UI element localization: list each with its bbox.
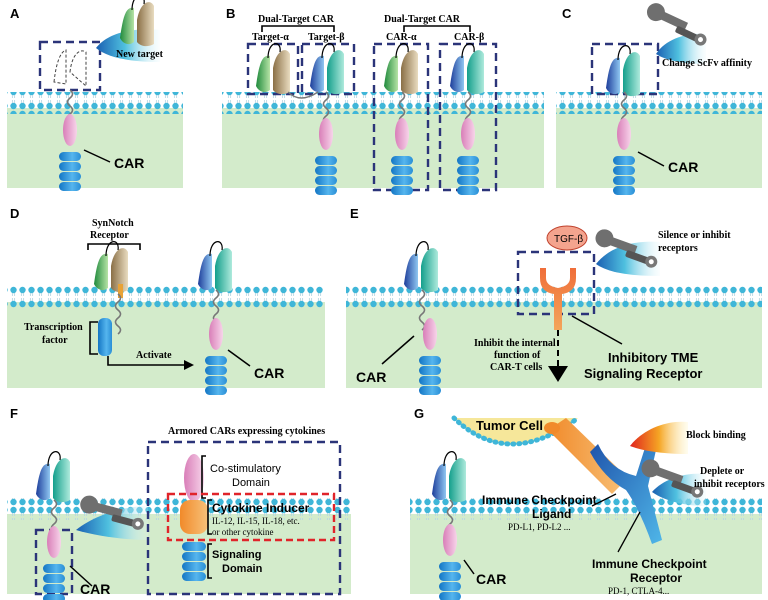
cytokine-title: Cytokine Inducer <box>212 501 310 515</box>
car-beta-label: CAR-β <box>454 32 484 43</box>
block-arrow <box>630 421 688 454</box>
panel-e-car-scfv <box>403 241 439 293</box>
deplete-line2: inhibit receptors <box>694 479 765 490</box>
panel-f-car-label: CAR <box>80 581 110 597</box>
panel-g-label: G <box>414 406 424 421</box>
cytokine-sub1: IL-12, IL-15, IL-18, etc. <box>212 516 300 526</box>
ligand-line2: Ligand <box>532 507 571 521</box>
synnotch-line1: SynNotch <box>92 218 134 229</box>
cytokine-inducer-box <box>166 492 336 542</box>
panel-a-car-label: CAR <box>114 155 144 171</box>
receptor-line2: Receptor <box>630 571 682 585</box>
panel-c-car-label: CAR <box>668 159 698 175</box>
panel-f-car-scfv <box>35 451 71 503</box>
panel-b-label: B <box>226 6 235 21</box>
target-alpha-box <box>246 42 300 96</box>
panel-c-label: C <box>562 6 572 21</box>
panel-a-removed-target-box <box>38 40 102 92</box>
panel-f-label: F <box>10 406 18 421</box>
target-beta-label: Target-β <box>308 32 345 43</box>
cytokine-inducer <box>180 500 208 534</box>
synnotch-line2: Receptor <box>90 230 129 241</box>
panel-e-label: E <box>350 206 359 221</box>
signal-line1: Signaling <box>212 549 262 561</box>
dual-target-title-2: Dual-Target CAR <box>384 14 461 25</box>
armored-arrow <box>76 506 148 540</box>
silence-arrow <box>596 241 660 276</box>
transcription-factor <box>98 318 112 356</box>
transcription-line1: Transcription <box>24 322 83 333</box>
panel-g-car-scfv <box>431 451 467 503</box>
costim-domain <box>184 454 204 502</box>
panel-g-car-label: CAR <box>476 571 506 587</box>
silence-line1: Silence or inhibit <box>658 230 731 241</box>
dual-target-title-1: Dual-Target CAR <box>258 14 335 25</box>
tumor-cell-label: Tumor Cell <box>476 418 543 433</box>
panel-c-scfv <box>605 45 641 97</box>
armored-label: Armored CARs expressing cytokines <box>168 426 325 437</box>
panel-g: G Tumor Cell Block binding Deplete or in… <box>410 406 765 600</box>
costim-line1: Co-stimulatory <box>210 463 281 475</box>
receptor-line1: Immune Checkpoint <box>592 557 707 571</box>
tgf-beta-label: TGF-β <box>554 234 583 245</box>
tme-label-line2: Signaling Receptor <box>584 366 702 381</box>
deplete-arrow <box>652 473 706 506</box>
panel-d-car-label: CAR <box>254 365 284 381</box>
activate-label: Activate <box>136 350 172 361</box>
new-target-label: New target <box>116 49 164 60</box>
cytokine-sub2: or other cytokine <box>212 527 273 537</box>
armored-box <box>146 440 342 596</box>
panel-c: C CAR Change ScFv affinity <box>556 0 762 195</box>
inhibit-line3: CAR-T cells <box>490 362 542 373</box>
panel-e-car-label: CAR <box>356 369 386 385</box>
ligand-line1: Immune Checkpoint <box>482 493 597 507</box>
silence-line2: receptors <box>658 243 698 254</box>
deplete-line1: Deplete or <box>700 466 745 477</box>
receptor-sub: PD-1, CTLA-4... <box>608 586 669 596</box>
panel-e: E CAR TGF-β Inhibit the internal functio… <box>346 206 762 395</box>
panel-d-label: D <box>10 206 19 221</box>
panel-a-label: A <box>10 6 20 21</box>
inhibit-line1: Inhibit the internal <box>474 338 556 349</box>
panel-d: D SynNotch Receptor Transcription factor… <box>7 206 325 395</box>
change-affinity-arrow <box>656 33 706 64</box>
block-label: Block binding <box>686 430 746 441</box>
signal-line2: Domain <box>222 563 263 575</box>
new-target-scfv <box>119 0 155 47</box>
checkpoint-receptor <box>590 432 662 544</box>
tme-label-line1: Inhibitory TME <box>608 350 699 365</box>
panel-b: B Dual-Target CAR Dual-Target CAR Target… <box>222 6 544 195</box>
ligand-sub: PD-L1, PD-L2 ... <box>508 522 571 532</box>
inhibit-line2: function of <box>494 350 541 361</box>
panel-a: A CAR New target <box>7 0 183 191</box>
car-alpha-label: CAR-α <box>386 32 417 43</box>
panel-d-car-scfv <box>197 241 233 293</box>
target-alpha-label: Target-α <box>252 32 289 43</box>
change-scfv-label: Change ScFv affinity <box>662 58 752 69</box>
panel-f: F CAR Armored CARs expressing cytokines … <box>7 406 351 600</box>
tme-receptor <box>540 268 576 330</box>
costim-line2: Domain <box>232 477 270 489</box>
transcription-line2: factor <box>42 335 68 346</box>
